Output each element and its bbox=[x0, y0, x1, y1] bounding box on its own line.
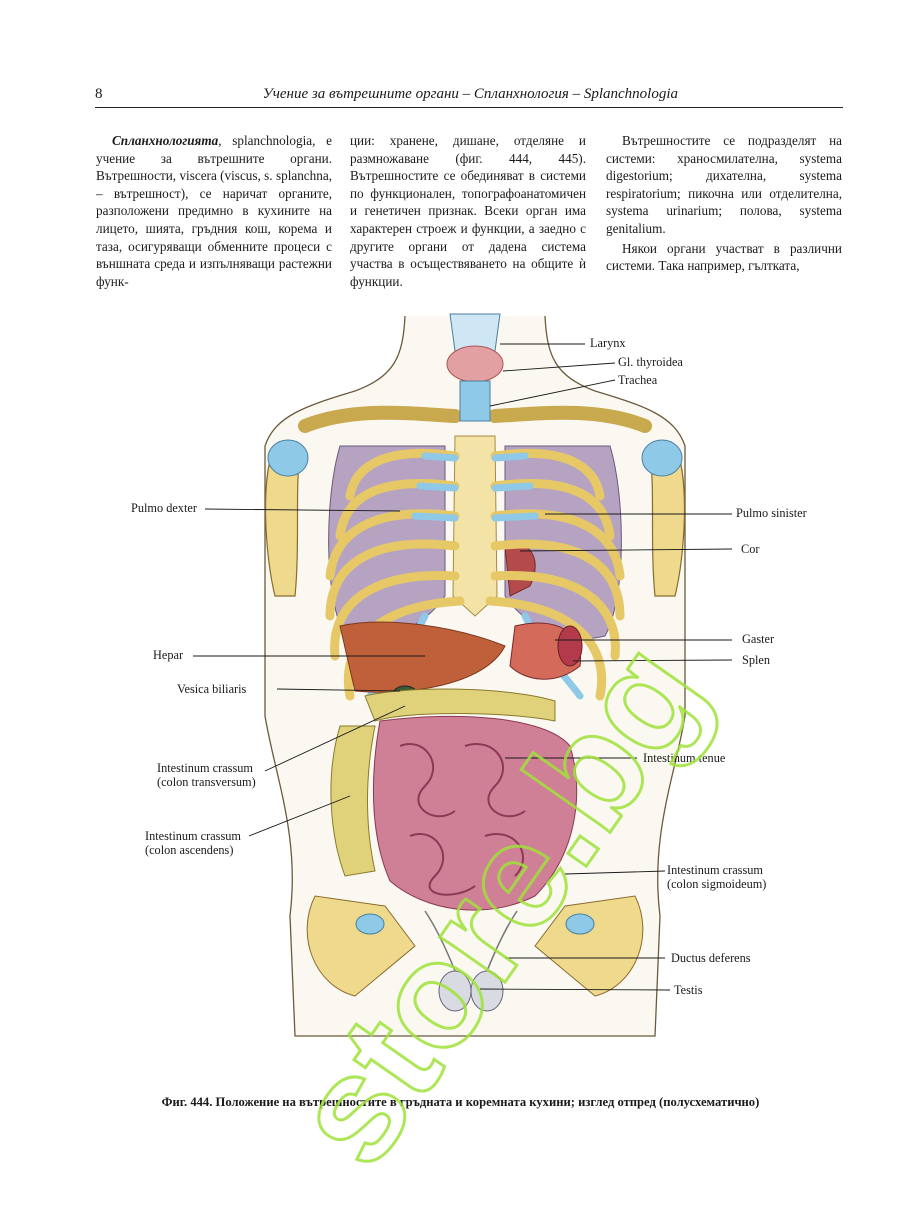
right-clavicle bbox=[298, 405, 462, 433]
right-hip-bone bbox=[306, 895, 416, 997]
small-intestine bbox=[372, 715, 578, 911]
label-splen: Splen bbox=[742, 653, 771, 667]
column-3-paragraph-2: Някои органи участват в различни системи… bbox=[606, 240, 842, 274]
label-colon-ascendens: Intestinum crassum(colon ascendens) bbox=[145, 829, 241, 857]
label-gaster: Gaster bbox=[742, 632, 775, 646]
left-clavicle bbox=[488, 405, 652, 433]
left-humerus bbox=[649, 445, 686, 597]
label-pulmo-dexter: Pulmo dexter bbox=[131, 501, 197, 515]
column-2-text: ции: хранене, дишане, отделяне и размнож… bbox=[350, 133, 586, 289]
ascending-colon bbox=[330, 725, 376, 877]
intestine-loops bbox=[399, 743, 526, 896]
text-column-3: Вътрешностите се подразделят на системи:… bbox=[606, 132, 842, 277]
label-larynx: Larynx bbox=[590, 336, 626, 350]
right-testis bbox=[438, 970, 472, 1012]
label-vesica-biliaris: Vesica biliaris bbox=[177, 682, 247, 696]
leader-lines bbox=[193, 343, 733, 991]
left-hip-bone bbox=[534, 895, 644, 997]
ductus-deferens-shape bbox=[424, 910, 518, 972]
label-cor: Cor bbox=[741, 542, 760, 556]
larynx-shape bbox=[449, 313, 501, 352]
left-lung bbox=[504, 445, 622, 640]
label-intestinum-tenue: Intestinum tenue bbox=[643, 751, 726, 765]
anatomy-figure: Larynx Gl. thyroidea Trachea Pulmo dexte… bbox=[125, 296, 825, 1076]
spleen-shape bbox=[557, 625, 583, 667]
left-hip-cartilage bbox=[565, 913, 595, 935]
text-column-2: ции: хранене, дишане, отделяне и размнож… bbox=[350, 132, 586, 292]
running-title: Учение за вътрешните органи – Спланхноло… bbox=[262, 86, 678, 102]
left-testis bbox=[470, 970, 504, 1012]
label-hepar: Hepar bbox=[153, 648, 184, 662]
page-header: 8 Учение за вътрешните органи – Спланхно… bbox=[95, 86, 843, 106]
thyroid-shape bbox=[446, 345, 504, 383]
column-1-text: , splanchnologia, е учение за вътрешните… bbox=[96, 133, 332, 289]
right-hip-cartilage bbox=[355, 913, 385, 935]
page-number: 8 bbox=[95, 86, 103, 102]
left-shoulder-cartilage bbox=[641, 439, 683, 477]
torso-illustration bbox=[193, 313, 733, 1037]
label-colon-sigmoideum: Intestinum crassum(colon sigmoideum) bbox=[667, 863, 767, 891]
label-testis: Testis bbox=[674, 983, 703, 997]
label-trachea: Trachea bbox=[618, 373, 658, 387]
lead-term: Спланхнологията bbox=[112, 133, 219, 148]
column-3-paragraph-1: Вътрешностите се подразделят на системи:… bbox=[606, 133, 842, 236]
transverse-colon bbox=[364, 688, 556, 722]
label-ductus-deferens: Ductus deferens bbox=[671, 951, 751, 965]
right-humerus bbox=[264, 445, 301, 597]
trachea-shape bbox=[459, 380, 491, 422]
label-pulmo-sinister: Pulmo sinister bbox=[736, 506, 807, 520]
sternum bbox=[452, 435, 498, 617]
label-colon-transversum: Intestinum crassum(colon transversum) bbox=[157, 761, 256, 789]
header-rule bbox=[95, 107, 843, 108]
figure-caption: Фиг. 444. Положение на вътрешностите в г… bbox=[161, 1095, 760, 1109]
label-thyroid: Gl. thyroidea bbox=[618, 355, 683, 369]
text-column-1: Спланхнологията, splanchnologia, е учени… bbox=[96, 132, 332, 292]
right-shoulder-cartilage bbox=[267, 439, 309, 477]
